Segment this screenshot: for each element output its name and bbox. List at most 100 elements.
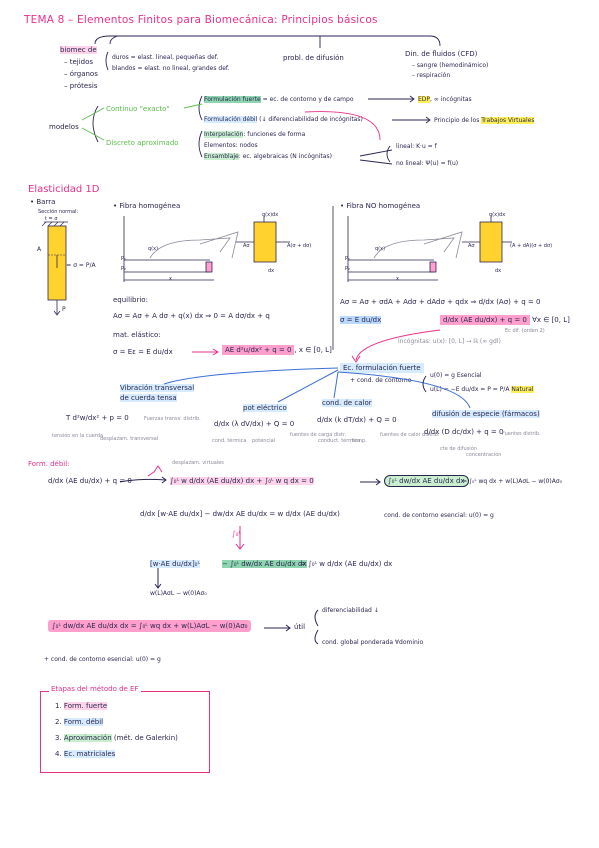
vibracion-eq: T d²w/dx² + p = 0 bbox=[66, 414, 129, 422]
brace bbox=[105, 51, 109, 71]
biomec-label: biomec de bbox=[60, 46, 97, 54]
qxdx-label: q(x)dx bbox=[262, 212, 279, 218]
label-P: P bbox=[62, 306, 66, 313]
difusion-eq: d/dx (D dc/dx) + q = 0 bbox=[424, 428, 504, 436]
incognitas-note: incógnitas: u(x): [0, L] → ℝ (∞ gdl) bbox=[398, 338, 501, 345]
asigma-label: Aσ bbox=[243, 243, 250, 249]
fluid-item: – sangre (hemodinámico) bbox=[412, 62, 489, 69]
int-label: ∫₀ᴸ bbox=[232, 530, 241, 538]
dx-label: dx bbox=[268, 268, 275, 274]
interpolacion-line: Interpolación: funciones de forma bbox=[204, 131, 306, 138]
no-lineal-text: no lineal: Ψ(u) = f(u) bbox=[396, 160, 459, 167]
ess-cond-final: + cond. de contorno esencial: u(0) = g bbox=[44, 656, 161, 663]
qx-label-nh: q(x) bbox=[375, 246, 386, 252]
etapa-item: 3. Aproximación (mét. de Galerkin) bbox=[55, 734, 178, 742]
vibracion-label: Vibración transversal bbox=[120, 384, 195, 392]
vibracion-note: Fuerzas transv. distrib. bbox=[144, 416, 201, 422]
cond-calor-eq: d/dx (k dT/dx) + Q = 0 bbox=[317, 416, 397, 424]
asigma-label-nh: Aσ bbox=[468, 243, 475, 249]
mat-elastico-label: mat. elástico: bbox=[113, 331, 161, 339]
cte-dif-note: cte de difusión bbox=[440, 446, 477, 452]
t-sigma-small: t = σ bbox=[45, 216, 58, 222]
discreto-label: Discreto aproximado bbox=[106, 139, 179, 147]
form-fuerte-line: Formulación fuerte = ec. de contorno y d… bbox=[204, 96, 354, 103]
discreto-brace bbox=[198, 130, 203, 158]
fibra-homog-diagram bbox=[123, 216, 290, 282]
x-label-nh: x bbox=[396, 276, 399, 282]
edp-arrowhead bbox=[409, 95, 415, 103]
continuo-label: Continuo "exacto" bbox=[106, 105, 170, 113]
ada-label: (A + dA)(σ + dσ) bbox=[510, 243, 553, 249]
ec-dif-note: Ec dif. (orden 2) bbox=[505, 328, 545, 334]
bracket-stem bbox=[320, 35, 441, 47]
weak-arrows bbox=[119, 465, 381, 645]
strong-arrows bbox=[163, 329, 471, 409]
cond-natural: u(L) = −E du/dx = P = P/A Natural bbox=[430, 386, 534, 393]
util-label: útil bbox=[294, 623, 306, 631]
desplaz-virt-note: desplazam. virtuales bbox=[172, 460, 224, 466]
tension-note: tensión en la cuerda bbox=[52, 433, 104, 439]
difusion-label: difusión de especie (fármacos) bbox=[432, 410, 540, 418]
etapa-item: 1. Form. fuerte bbox=[55, 702, 108, 710]
fuentes-dist-note: Fuentes distrib. bbox=[502, 431, 541, 437]
weak-eq-int: ∫₀ᴸ w d/dx (AE du/dx) dx + ∫₀ᴸ w q dx = … bbox=[170, 477, 314, 485]
lineal-text: lineal: K·u = f bbox=[396, 143, 437, 150]
ensamblaje-line: Ensamblaje: ec. algebraicas (N incógnita… bbox=[204, 153, 332, 160]
dif-down-note: diferenciabilidad ↓ bbox=[322, 607, 379, 614]
hooke-eq: σ = Eε = E du/dx bbox=[113, 348, 173, 356]
weak-eq-3-left: [w·AE du/dx]₀ᴸ bbox=[150, 560, 200, 568]
weak-final-eq: ∫₀ᴸ dw/dx AE du/dx dx = ∫₀ᴸ wq dx + w(L)… bbox=[48, 620, 252, 632]
pot-electrico-label: pot eléctrico bbox=[243, 404, 287, 412]
etapa-item: 4. Ec. matriciales bbox=[55, 750, 116, 758]
biomec-item: – prótesis bbox=[64, 82, 98, 90]
discrete-curve bbox=[304, 111, 381, 141]
weak-eq-3-mid: − ∫₀ᴸ dw/dx AE du/dx dx bbox=[222, 560, 307, 568]
green-arrows bbox=[81, 103, 203, 141]
weak-eq-1: d/dx (AE du/dx) + q = 0 bbox=[48, 477, 132, 485]
seccion-label: Sección normal: bbox=[38, 209, 79, 215]
qx-label: q(x) bbox=[148, 246, 159, 252]
etapas-title: Etapas del método de EF bbox=[49, 685, 141, 693]
form-debil-line: Formulación débil (↓ diferenciabilidad d… bbox=[204, 116, 363, 123]
ec-form-fuerte: Ec. formulación fuerte bbox=[340, 363, 424, 373]
lineal-brace bbox=[386, 145, 391, 163]
cond-global-note: cond. global ponderada ∀dominio bbox=[322, 639, 424, 646]
weak-eq-3-bottom: w(L)AσL − w(0)Aσ₀ bbox=[150, 590, 207, 597]
cond-contorno: + cond. de contorno bbox=[350, 377, 412, 384]
potencial-note: potencial bbox=[252, 438, 276, 444]
duros-text: duros = elast. lineal, pequeñas def. bbox=[112, 54, 219, 61]
fuentes-calor-note: fuentes de calor distrib. bbox=[380, 432, 440, 438]
biomec-item: – tejidos bbox=[64, 58, 94, 66]
blandos-text: blandos = elast. no lineal, grandes def. bbox=[112, 65, 230, 72]
p1-label: P₁ bbox=[121, 256, 127, 262]
continuo-brace bbox=[198, 95, 203, 121]
biomec-item: – órganos bbox=[64, 70, 98, 78]
edp-text: EDP, ∞ incógnitas bbox=[418, 96, 472, 103]
strong-eq-homog: AE d²u/dx² + q = 0, x ∈ [0, L] bbox=[222, 345, 332, 355]
page-title: TEMA 8 – Elementos Finitos para Biomecán… bbox=[24, 14, 378, 26]
section-elasticidad: Elasticidad 1D bbox=[28, 184, 100, 195]
strong-eq-nh: d/dx (AE du/dx) + q = 0 ∀x ∈ [0, L] bbox=[440, 315, 570, 325]
concentracion-note: concentración bbox=[466, 452, 502, 458]
temp-note: temp. bbox=[352, 438, 367, 444]
lineal-arrow bbox=[359, 149, 393, 157]
p2-label: P₂ bbox=[121, 266, 127, 272]
asigma-dsigma-label: A(σ + dσ) bbox=[287, 243, 312, 249]
difusion-text: probl. de difusión bbox=[283, 54, 344, 62]
desplaz-note: desplazam. transversal bbox=[100, 436, 159, 442]
label-A: A bbox=[37, 246, 42, 253]
p2-label-nh: P₂ bbox=[345, 266, 351, 272]
fibra-no-homogenea: • Fibra NO homogénea bbox=[340, 202, 421, 210]
nolineal-arrow bbox=[359, 159, 393, 165]
hooke-eq-nh: σ = E du/dx bbox=[340, 316, 382, 324]
t-formula: t = σ = P/A bbox=[62, 262, 96, 269]
principio-arrowhead bbox=[425, 116, 431, 124]
fluid-item: – respiración bbox=[412, 72, 451, 79]
etapa-item: 2. Form. débil bbox=[55, 718, 104, 726]
fuentes-carga-note: fuentes de carga distr. bbox=[290, 432, 347, 438]
weak-eq-box: ∫₀ᴸ dw/dx AE du/dx dx bbox=[384, 475, 469, 487]
cond-calor-label: cond. de calor bbox=[322, 399, 372, 407]
pot-electrico-eq: d/dx (λ dV/dx) + Q = 0 bbox=[214, 420, 295, 428]
equilibrio-label: equilibrio: bbox=[113, 296, 148, 304]
